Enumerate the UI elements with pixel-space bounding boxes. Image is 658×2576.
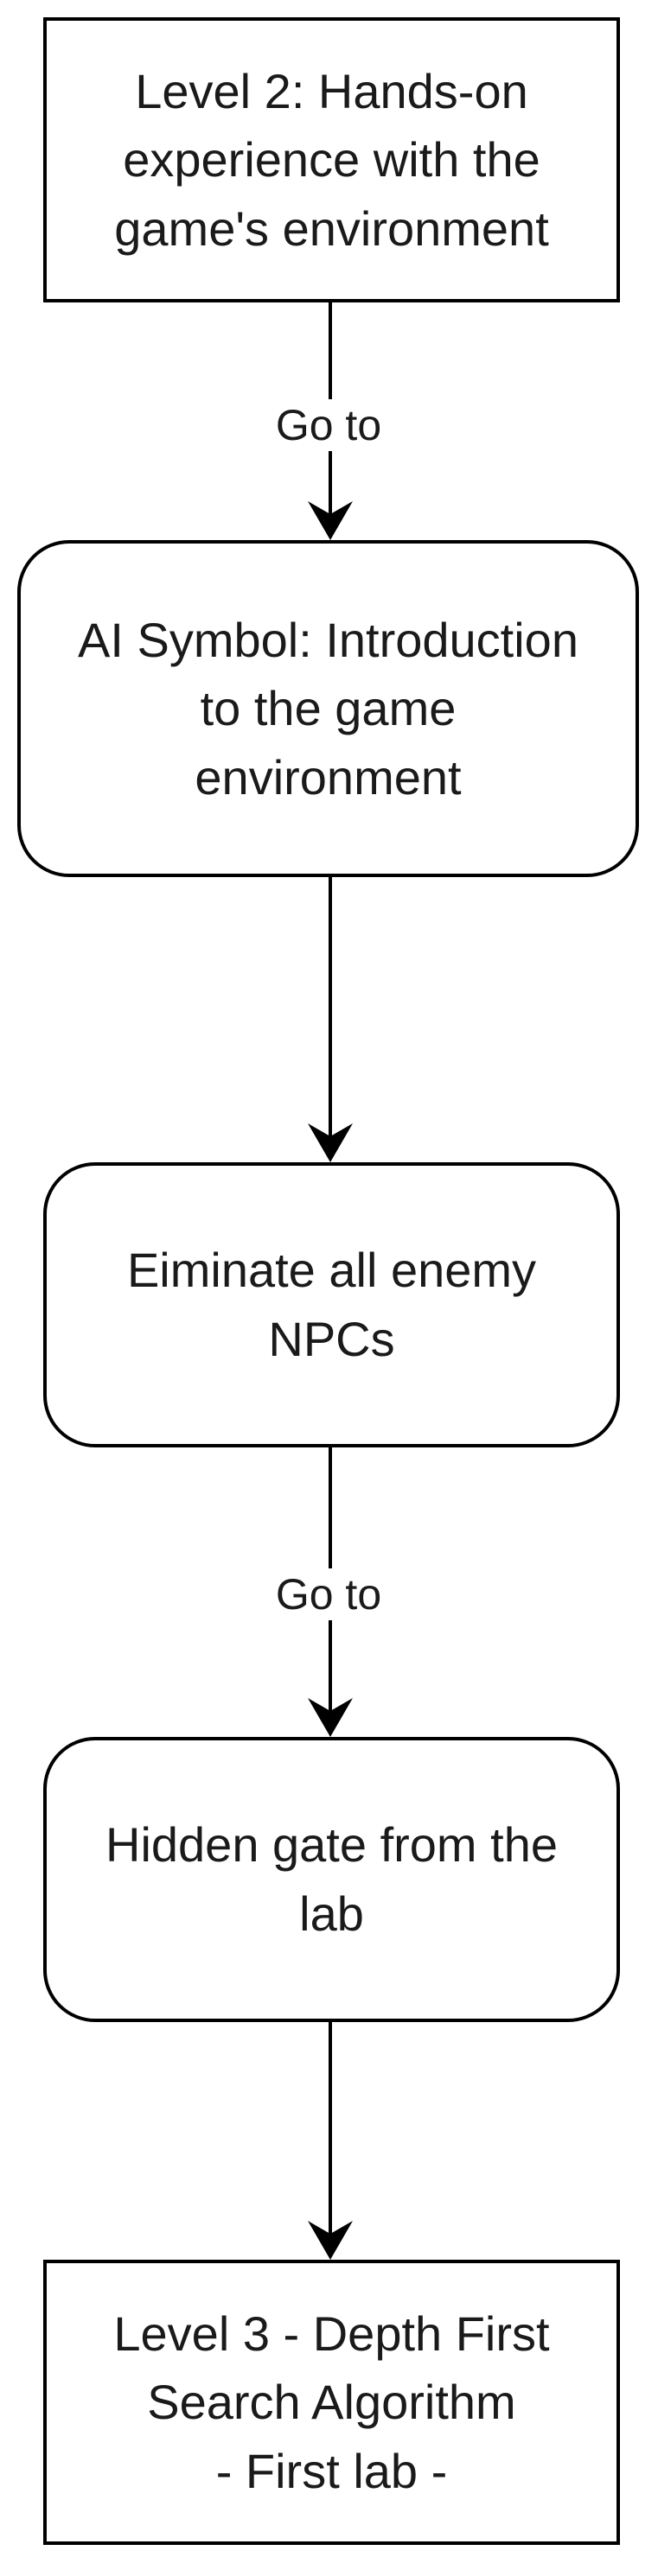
node-eliminate-enemies-label: Eiminate all enemy NPCs <box>126 1243 537 1366</box>
edge-label-go-to: Go to <box>199 399 458 451</box>
edge-hidden-gate-to-level-3 <box>308 2022 353 2260</box>
node-hidden-gate-label: Hidden gate from the lab <box>105 1817 558 1941</box>
node-level-2-label: Level 2: Hands-on experience with the ga… <box>114 63 549 256</box>
node-eliminate-enemies: Eiminate all enemy NPCs <box>43 1162 620 1447</box>
node-hidden-gate: Hidden gate from the lab <box>43 1737 620 2022</box>
node-ai-symbol-label: AI Symbol: Introduction to the game envi… <box>78 612 578 805</box>
node-level-3: Level 3 - Depth First Search Algorithm -… <box>43 2260 620 2545</box>
node-ai-symbol: AI Symbol: Introduction to the game envi… <box>17 540 639 877</box>
edge-ai-symbol-to-eliminate <box>308 877 353 1162</box>
edge-label-go-to: Go to <box>199 1568 458 1620</box>
node-level-3-label: Level 3 - Depth First Search Algorithm -… <box>113 2306 550 2498</box>
node-level-2: Level 2: Hands-on experience with the ga… <box>43 17 620 302</box>
